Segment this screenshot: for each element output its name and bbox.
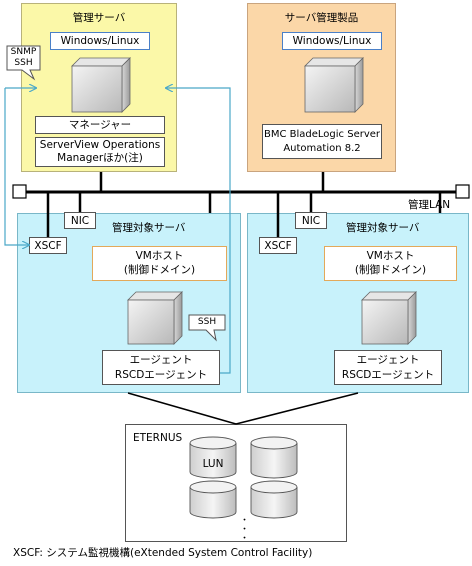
admin-lan-label: 管理LAN <box>408 199 451 211</box>
ssh-label-managed-1: SSH <box>197 317 217 327</box>
disk-4 <box>250 480 298 519</box>
managed-server-title-1: 管理対象サーバ <box>112 222 186 234</box>
disk-2 <box>250 436 298 479</box>
lun-label: LUN <box>202 458 224 470</box>
product-server-machine <box>304 57 364 113</box>
serverview-label-line2: Managerほか(注) <box>57 152 143 164</box>
admin-lan-line <box>12 184 470 199</box>
managed-server-machine-2 <box>361 291 417 345</box>
vmhost-box-2 <box>324 246 457 281</box>
disk-3 <box>189 480 237 519</box>
agent-box-2 <box>334 350 442 385</box>
management-server-manager-label: マネージャー <box>68 119 132 131</box>
management-server-serverview-box <box>35 137 165 167</box>
footnote: XSCF: システム監視機構(eXtended System Control F… <box>13 547 313 559</box>
nic-box-1 <box>64 212 96 229</box>
managed-server-title-2: 管理対象サーバ <box>346 222 420 234</box>
agent-label-2-line1: エージェント <box>356 354 420 366</box>
management-server-manager-box <box>35 116 165 134</box>
product-os-label: Windows/Linux <box>292 35 372 47</box>
server-management-product-title: サーバ管理製品 <box>284 12 359 24</box>
agent-label-1-line1: エージェント <box>129 354 193 366</box>
ssh-label-top: SSH <box>14 58 33 68</box>
xscf-label-1: XSCF <box>34 240 62 252</box>
agent-label-1-line2: RSCDエージェント <box>114 369 208 381</box>
serverview-label-line1: ServerView Operations <box>39 139 161 151</box>
vmhost-box-1 <box>92 246 227 281</box>
vmhost-label-2-line2: (制御ドメイン) <box>354 264 427 276</box>
nic-box-2 <box>295 212 327 229</box>
managed-server-machine-1 <box>127 291 183 345</box>
agent-box-1 <box>102 350 220 385</box>
management-server-os-box <box>50 32 150 50</box>
vmhost-label-2-line1: VMホスト <box>366 250 415 262</box>
nic-label-1: NIC <box>70 215 90 227</box>
snmp-label: SNMP <box>10 47 37 57</box>
xscf-label-2: XSCF <box>264 240 292 252</box>
management-server-os-label: Windows/Linux <box>60 35 140 47</box>
product-name-box <box>262 124 382 159</box>
management-server-title: 管理サーバ <box>72 12 126 24</box>
agent-label-2-line2: RSCDエージェント <box>341 369 435 381</box>
xscf-box-2 <box>259 237 297 254</box>
disk-lun <box>189 436 237 479</box>
product-os-box <box>282 32 382 50</box>
management-server-machine <box>71 57 131 113</box>
eternus-title: ETERNUS <box>133 432 183 444</box>
vmhost-label-1-line1: VMホスト <box>135 250 184 262</box>
nic-label-2: NIC <box>301 215 321 227</box>
storage-ellipsis: ・・・ <box>238 515 248 542</box>
product-name-line1: BMC BladeLogic Server <box>263 129 381 140</box>
product-name-line2: Automation 8.2 <box>283 143 361 154</box>
vmhost-label-1-line2: (制御ドメイン) <box>123 264 196 276</box>
